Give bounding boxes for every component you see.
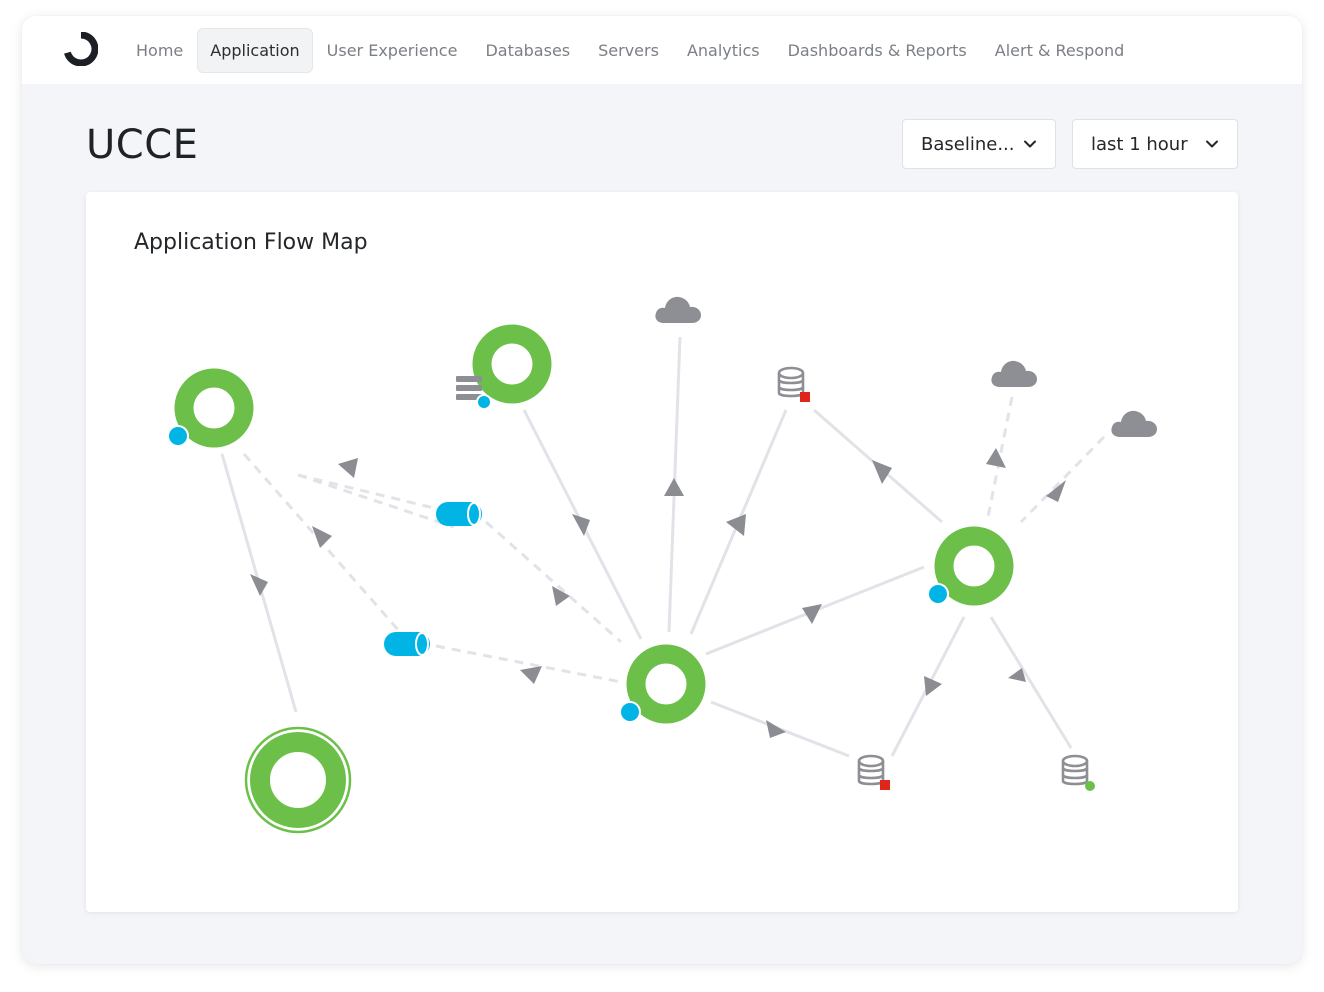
queue-icon[interactable] xyxy=(436,502,482,526)
baseline-dropdown[interactable]: Baseline... xyxy=(902,119,1056,169)
flow-map-title: Application Flow Map xyxy=(134,230,368,255)
database-node[interactable] xyxy=(1061,754,1095,791)
queue-icon[interactable] xyxy=(384,632,430,656)
arrow-icon xyxy=(520,666,542,684)
arrow-icon xyxy=(726,514,746,536)
timerange-dropdown-label: last 1 hour xyxy=(1091,133,1188,155)
database-node[interactable] xyxy=(777,366,810,402)
page-title: UCCE xyxy=(86,122,199,168)
top-navigation: Home Application User Experience Databas… xyxy=(22,16,1302,84)
flow-arrows xyxy=(250,448,1066,738)
chevron-down-icon xyxy=(1024,140,1036,148)
timerange-dropdown[interactable]: last 1 hour xyxy=(1072,119,1238,169)
arrow-icon xyxy=(802,604,822,624)
nav-item-application[interactable]: Application xyxy=(197,28,313,73)
nav-item-user-experience[interactable]: User Experience xyxy=(326,41,458,60)
nav-item-home[interactable]: Home xyxy=(136,41,184,60)
arrow-icon xyxy=(1008,668,1026,682)
nav-item-databases[interactable]: Databases xyxy=(485,41,571,60)
arrow-icon xyxy=(1046,480,1066,502)
error-status-indicator xyxy=(880,780,890,790)
nav-item-servers[interactable]: Servers xyxy=(598,41,659,60)
chevron-down-icon xyxy=(1206,140,1218,148)
database-icon xyxy=(1061,754,1089,786)
app-window: Home Application User Experience Databas… xyxy=(22,16,1302,964)
cloud-icon[interactable] xyxy=(1111,410,1157,437)
tier-node[interactable] xyxy=(244,726,352,834)
arrow-icon xyxy=(552,586,570,606)
database-icon xyxy=(777,366,805,398)
arrow-icon xyxy=(872,460,892,484)
arrow-icon xyxy=(338,458,358,478)
database-icon xyxy=(857,754,885,786)
brand-logo-icon[interactable] xyxy=(64,32,98,66)
arrow-icon xyxy=(766,720,786,738)
ok-status-indicator xyxy=(1085,781,1095,791)
arrow-icon xyxy=(924,676,942,696)
nav-item-dashboards-reports[interactable]: Dashboards & Reports xyxy=(787,41,967,60)
server-icon xyxy=(456,376,482,382)
tier-node[interactable] xyxy=(619,644,706,724)
cloud-icon[interactable] xyxy=(991,360,1037,387)
tier-node[interactable] xyxy=(167,368,254,448)
flow-map-card: Application Flow Map xyxy=(86,192,1238,912)
arrow-icon xyxy=(250,574,268,596)
baseline-dropdown-label: Baseline... xyxy=(921,133,1015,155)
tier-node[interactable] xyxy=(456,324,552,410)
cloud-icon[interactable] xyxy=(655,296,701,323)
tier-node[interactable] xyxy=(927,526,1014,606)
application-flow-map[interactable] xyxy=(86,192,1238,912)
nav-menu: Home Application User Experience Databas… xyxy=(122,28,1138,73)
arrow-icon xyxy=(312,526,332,548)
flow-edges xyxy=(220,336,1106,758)
error-status-indicator xyxy=(800,392,810,402)
arrow-icon xyxy=(986,448,1006,468)
arrow-icon xyxy=(572,514,590,536)
nav-item-alert-respond[interactable]: Alert & Respond xyxy=(994,41,1125,60)
database-node[interactable] xyxy=(857,754,890,790)
nav-item-analytics[interactable]: Analytics xyxy=(686,41,760,60)
arrow-icon xyxy=(664,478,684,496)
